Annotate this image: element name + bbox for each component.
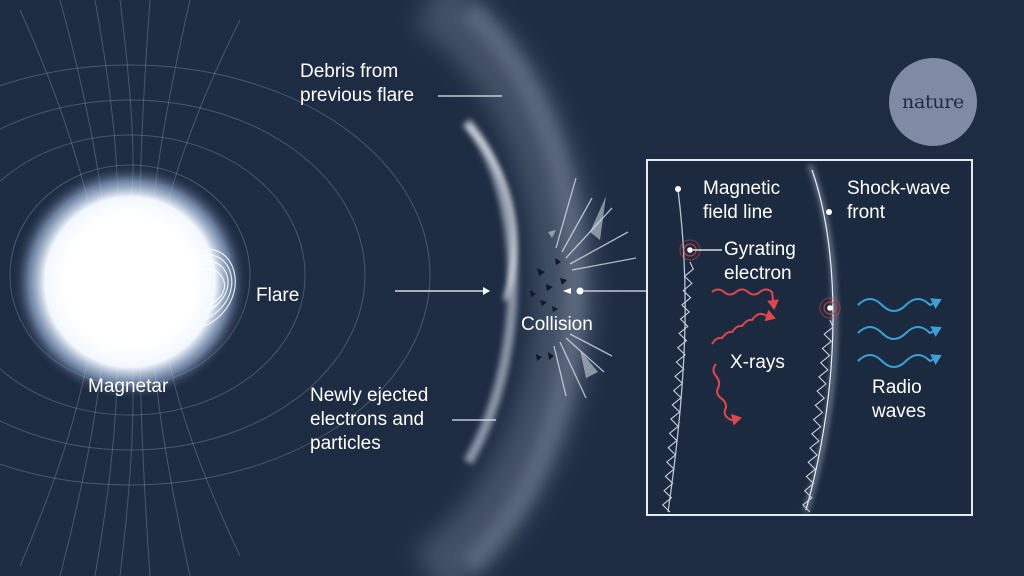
label-magnetic-field-line-2: field line	[703, 202, 773, 223]
inset-background	[647, 160, 972, 515]
label-newly-ejected: Newly ejected electrons and particles	[310, 384, 428, 456]
collision-particles	[530, 258, 567, 361]
label-radio-waves-line-2: waves	[872, 401, 926, 422]
label-shock-wave-front-line-1: Shock-wave	[847, 178, 951, 199]
field-line-dot	[675, 186, 681, 192]
label-magnetic-field-line: Magnetic field line	[703, 177, 780, 225]
collision-fragments	[548, 196, 606, 378]
x-ray-arrow-2	[711, 309, 776, 345]
label-radio-waves-line-1: Radio	[872, 377, 922, 398]
x-ray-arrow-3	[712, 363, 742, 426]
radio-wave-1	[857, 298, 942, 312]
label-shock-wave-front-line-2: front	[847, 202, 886, 223]
collision-pointer-dot	[576, 287, 584, 295]
gyrating-electron-right	[819, 297, 841, 319]
nature-logo-text: nature	[902, 91, 964, 113]
x-ray-arrows	[711, 288, 779, 426]
magnetar-core	[64, 216, 196, 348]
label-debris: Debris from previous flare	[300, 60, 414, 108]
label-gyrating-electron-line-2: electron	[724, 263, 792, 284]
radio-wave-3	[857, 354, 942, 368]
label-flare: Flare	[256, 285, 300, 306]
x-ray-arrow-1	[711, 288, 779, 310]
label-debris-line-2: previous flare	[300, 85, 415, 106]
label-newly-ejected-line-1: Newly ejected	[310, 385, 429, 406]
label-radio-waves: Radio waves	[872, 376, 926, 424]
inset-panel	[646, 159, 973, 516]
radio-wave-arrows	[857, 298, 942, 368]
electron-spiral-right	[802, 319, 834, 513]
label-gyrating-electron-line-1: Gyrating	[724, 239, 796, 260]
label-shock-wave-front: Shock-wave front	[847, 177, 951, 225]
radio-wave-2	[857, 326, 942, 340]
label-magnetar: Magnetar	[88, 376, 169, 397]
electron-spiral-left	[661, 261, 694, 513]
label-magnetic-field-line-1: Magnetic	[703, 178, 781, 199]
label-newly-ejected-line-2: electrons and	[310, 409, 425, 430]
label-newly-ejected-line-3: particles	[310, 433, 381, 454]
debris-shell	[412, 0, 595, 576]
label-collision: Collision	[521, 314, 593, 335]
label-gyrating-electron: Gyrating electron	[724, 238, 796, 286]
collision-rays	[553, 177, 637, 399]
flare-loops	[185, 248, 236, 329]
flow-arrowhead-small	[563, 288, 571, 294]
nature-logo: nature	[889, 58, 977, 146]
label-debris-line-1: Debris from	[300, 61, 399, 82]
shock-front-dot	[826, 209, 832, 215]
leader-lines	[438, 95, 646, 421]
label-x-rays: X-rays	[730, 352, 785, 373]
